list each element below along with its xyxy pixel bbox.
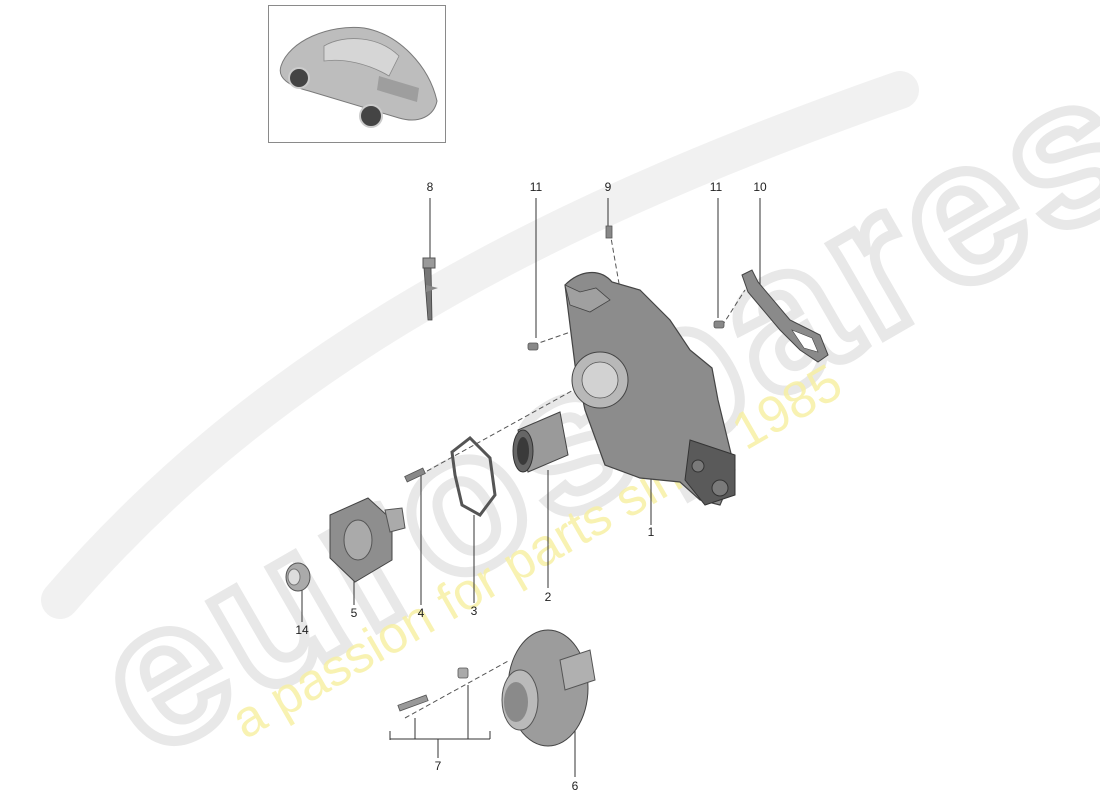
vehicle-thumbnail[interactable]: [268, 5, 446, 143]
callout-10[interactable]: 10: [753, 180, 767, 194]
part-11-screw-a[interactable]: [527, 342, 539, 351]
part-6-wheel-hub[interactable]: [501, 629, 596, 747]
callout-6[interactable]: 6: [571, 779, 579, 793]
watermark-swoosh: [41, 71, 919, 619]
callout-4[interactable]: 4: [417, 606, 425, 620]
part-9-screw[interactable]: [605, 225, 613, 239]
part-8-speed-sensor[interactable]: [422, 257, 438, 321]
part-11-screw-b[interactable]: [713, 320, 725, 329]
leader-lines: [301, 198, 761, 777]
part-1-wheel-carrier[interactable]: [564, 272, 736, 506]
part-2-wheel-bearing[interactable]: [512, 411, 569, 473]
callout-1[interactable]: 1: [647, 525, 655, 539]
callout-5[interactable]: 5: [350, 606, 358, 620]
callout-2[interactable]: 2: [544, 590, 552, 604]
part-7-bolt-set[interactable]: [397, 667, 469, 712]
callout-8[interactable]: 8: [426, 180, 434, 194]
callout-11b[interactable]: 11: [709, 180, 723, 194]
callout-14[interactable]: 14: [295, 623, 309, 637]
car-icon: [279, 26, 438, 128]
part-4-bolt[interactable]: [404, 467, 426, 483]
callout-3[interactable]: 3: [470, 604, 478, 618]
part-3-cover-plate[interactable]: [450, 436, 497, 517]
part-5-drive-flange[interactable]: [329, 497, 406, 583]
callout-9[interactable]: 9: [604, 180, 612, 194]
callout-7[interactable]: 7: [434, 759, 442, 773]
callout-11a[interactable]: 11: [529, 180, 543, 194]
part-10-bracket[interactable]: [741, 269, 829, 363]
part-14-nut[interactable]: [285, 562, 311, 592]
